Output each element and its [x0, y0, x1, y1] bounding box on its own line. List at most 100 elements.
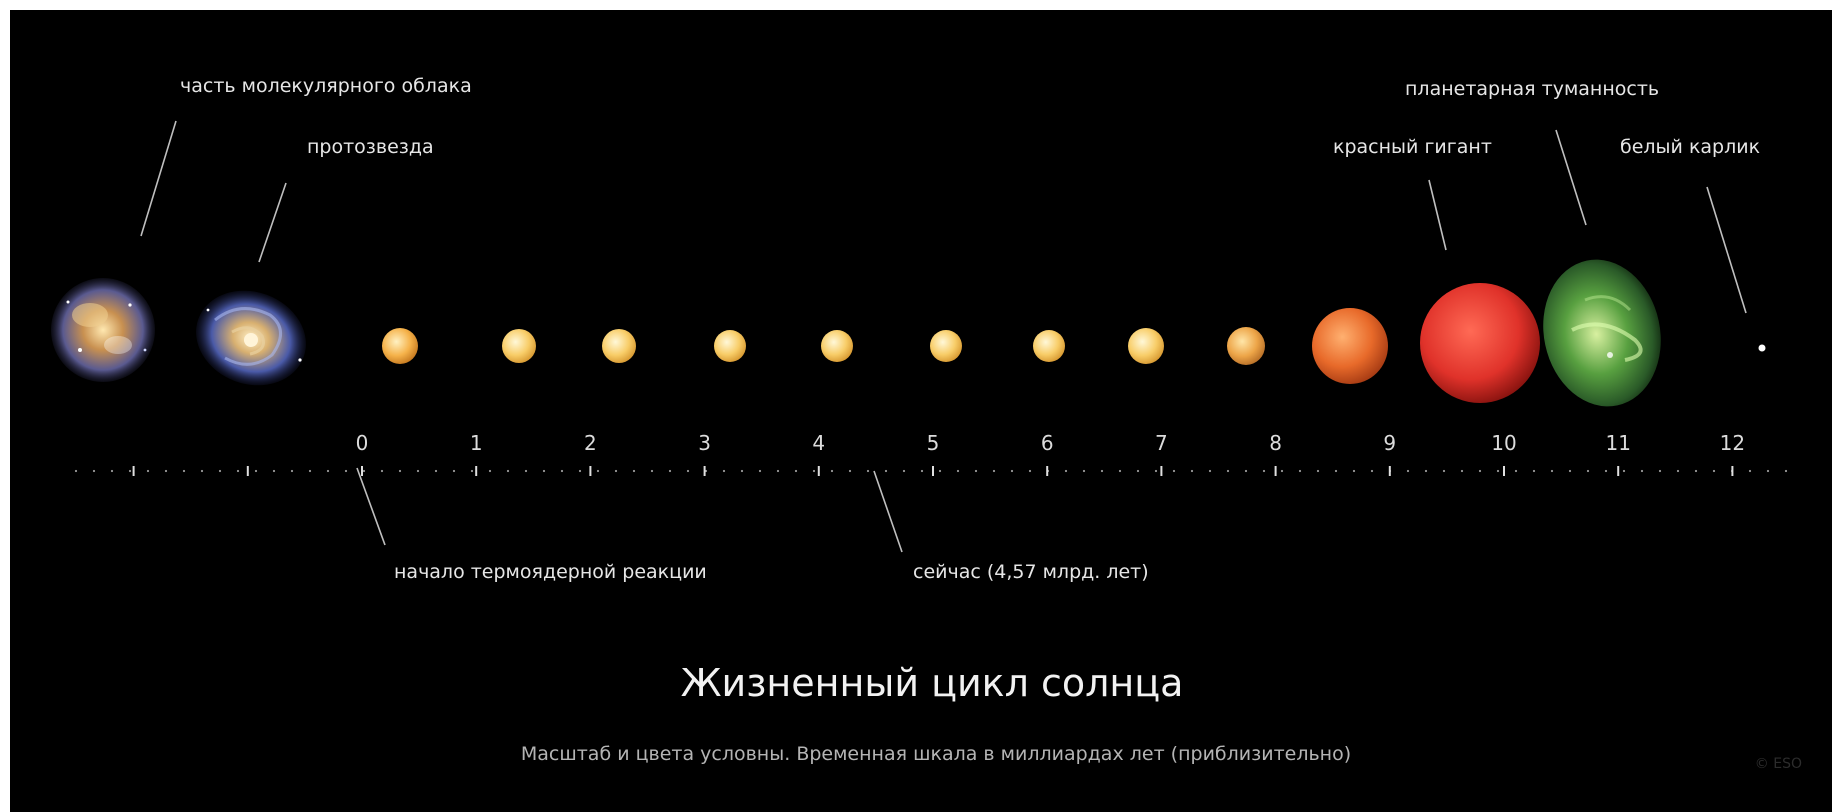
axis-dot [110, 469, 114, 473]
tick-label-0: 0 [356, 431, 369, 455]
axis-dot [614, 469, 618, 473]
axis-dot [920, 469, 924, 473]
leader-now [873, 470, 903, 553]
axis-dot [1568, 469, 1572, 473]
axis-dot [632, 469, 636, 473]
planetary-nebula-image [1543, 259, 1661, 407]
axis-dot [1154, 469, 1158, 473]
sun-stage-5-image [930, 330, 962, 362]
tick-label-9: 9 [1383, 431, 1396, 455]
axis-dot [1658, 469, 1662, 473]
tick-label-1: 1 [470, 431, 483, 455]
label-white-dwarf: белый карлик [1620, 136, 1760, 158]
axis-dot [218, 469, 222, 473]
axis-dot [236, 469, 240, 473]
axis-dot [848, 469, 852, 473]
axis-dot [1694, 469, 1698, 473]
axis-dot [758, 469, 762, 473]
diagram-subtitle: Масштаб и цвета условны. Временная шкала… [521, 743, 1351, 765]
axis-dot [506, 469, 510, 473]
label-molecular-cloud: часть молекулярного облака [180, 75, 472, 97]
sun-stage-2-image [602, 329, 636, 363]
axis-dot [308, 469, 312, 473]
axis-dot [1478, 469, 1482, 473]
axis-dot [1334, 469, 1338, 473]
axis-dot [902, 469, 906, 473]
axis-dot [1640, 469, 1644, 473]
axis-dot [380, 469, 384, 473]
axis-dot [524, 469, 528, 473]
axis-dot [452, 469, 456, 473]
axis-dot [1460, 469, 1464, 473]
axis-dot [992, 469, 996, 473]
timeline-axis [74, 466, 1788, 476]
axis-dot [74, 469, 78, 473]
axis-dot [650, 469, 654, 473]
diagram-title: Жизненный цикл солнца [681, 661, 1184, 705]
axis-dot [1118, 469, 1122, 473]
axis-dot [1190, 469, 1194, 473]
axis-dot [326, 469, 330, 473]
axis-dot [1082, 469, 1086, 473]
axis-dot [560, 469, 564, 473]
red-giant-image [1420, 283, 1540, 403]
axis-dot [1586, 469, 1590, 473]
axis-dot [488, 469, 492, 473]
axis-dot [1370, 469, 1374, 473]
tick-label-3: 3 [698, 431, 711, 455]
label-now: сейчас (4,57 млрд. лет) [913, 561, 1149, 583]
axis-dot [416, 469, 420, 473]
axis-dot [1136, 469, 1140, 473]
leader-red-giant [1428, 179, 1447, 251]
label-fusion-start: начало термоядерной реакции [394, 561, 707, 583]
axis-dot [794, 469, 798, 473]
subgiant-image [1312, 308, 1388, 384]
axis-dot [668, 469, 672, 473]
axis-dot [1784, 469, 1788, 473]
axis-dot [254, 469, 258, 473]
axis-dot [272, 469, 276, 473]
axis-dot [1280, 469, 1284, 473]
leader-protostar [258, 182, 287, 263]
axis-dot [1208, 469, 1212, 473]
tick-label-6: 6 [1041, 431, 1054, 455]
protostar-image [196, 290, 306, 386]
sun-stage-8-image [1227, 327, 1265, 365]
axis-dot [1532, 469, 1536, 473]
tick-label-12: 12 [1720, 431, 1745, 455]
sun-stage-0-image [382, 328, 418, 364]
axis-dot [722, 469, 726, 473]
axis-dot [578, 469, 582, 473]
sun-stage-4-image [821, 330, 853, 362]
axis-dot [1298, 469, 1302, 473]
axis-dot [1424, 469, 1428, 473]
label-planetary-nebula: планетарная туманность [1405, 78, 1659, 100]
tick-label-8: 8 [1269, 431, 1282, 455]
leader-white-dwarf [1706, 186, 1747, 314]
leader-planetary-nebula [1555, 129, 1587, 226]
axis-dot [542, 469, 546, 473]
axis-dot [1442, 469, 1446, 473]
axis-dot [1550, 469, 1554, 473]
watermark: © ESO [1755, 756, 1802, 772]
tick-label-11: 11 [1605, 431, 1630, 455]
axis-dot [1604, 469, 1608, 473]
axis-dot [830, 469, 834, 473]
axis-dot [1244, 469, 1248, 473]
axis-dot [1226, 469, 1230, 473]
sun-lifecycle-diagram: часть молекулярного облака протозвезда к… [51, 75, 1802, 772]
molecular-cloud-image [51, 278, 155, 382]
axis-dot [812, 469, 816, 473]
axis-dot [884, 469, 888, 473]
axis-dot [344, 469, 348, 473]
axis-dot [956, 469, 960, 473]
sun-stage-7-image [1128, 328, 1164, 364]
axis-dot [92, 469, 96, 473]
axis-dot [200, 469, 204, 473]
axis-dot [1100, 469, 1104, 473]
axis-dot [164, 469, 168, 473]
axis-dot [740, 469, 744, 473]
axis-dot [398, 469, 402, 473]
tick-label-10: 10 [1491, 431, 1516, 455]
axis-dot [1748, 469, 1752, 473]
